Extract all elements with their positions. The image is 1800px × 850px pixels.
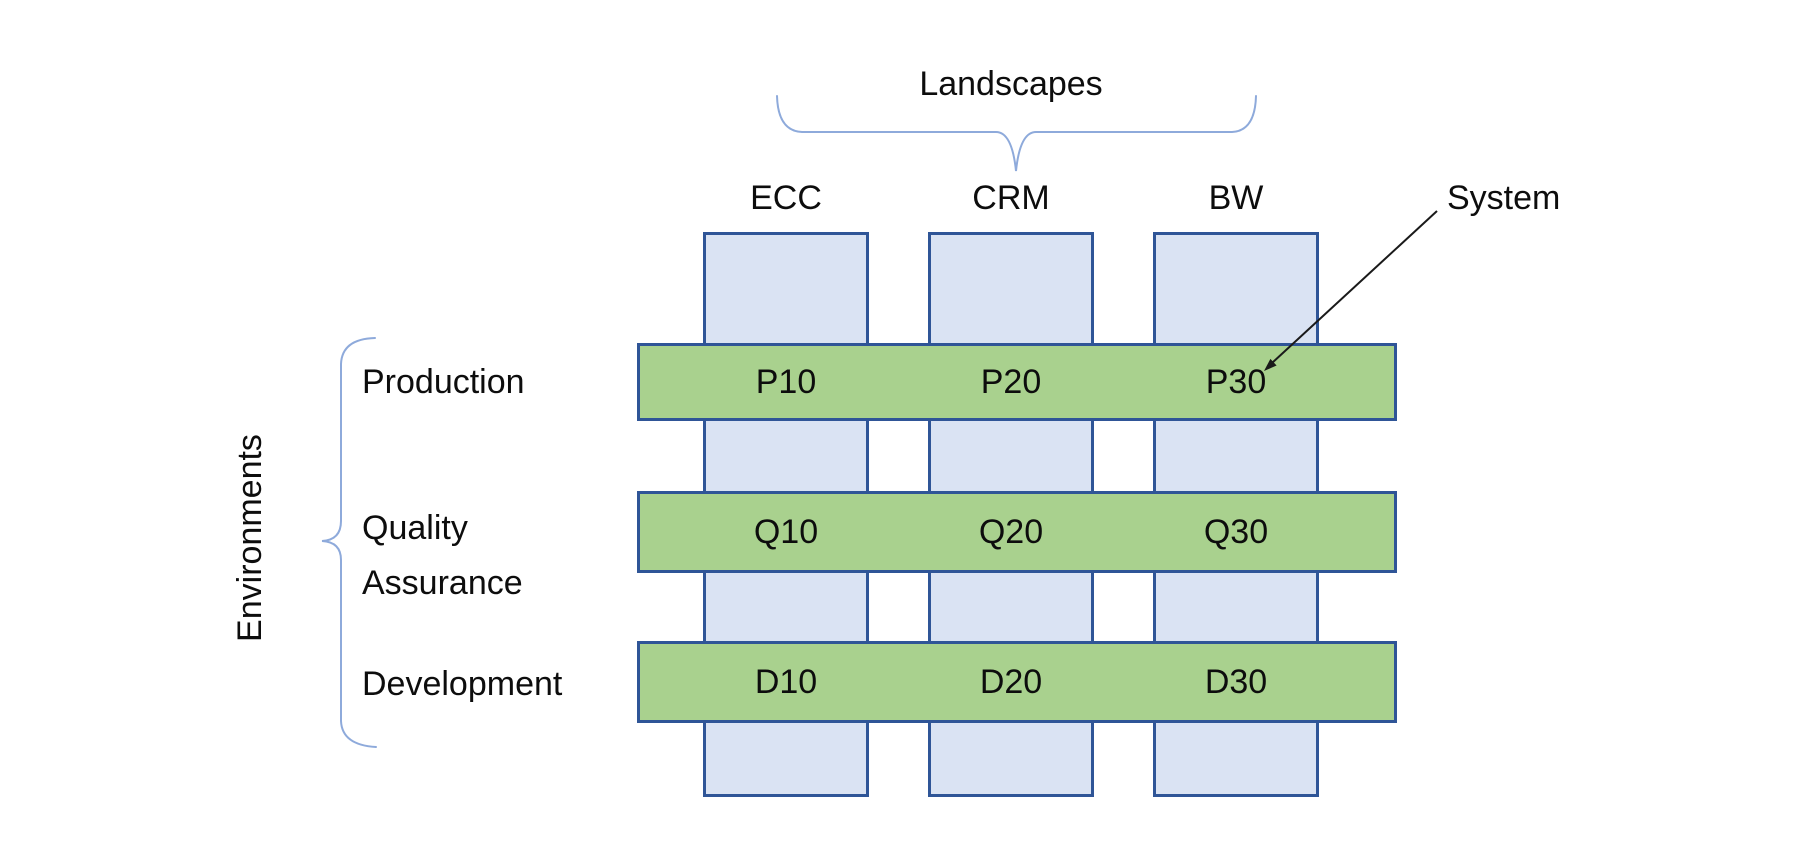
landscapes-title: Landscapes xyxy=(919,65,1103,103)
system-cell-d30: D30 xyxy=(1204,663,1268,701)
system-cell-p30: P30 xyxy=(1205,363,1267,401)
system-cell-q30: Q30 xyxy=(1203,513,1269,551)
row-label-quality-assurance: Quality Assurance xyxy=(362,509,523,602)
system-cell-q10: Q10 xyxy=(753,513,819,551)
row-label-production: Production xyxy=(362,363,525,401)
environments-title: Environments xyxy=(231,434,269,642)
environment-bar-development xyxy=(637,641,1397,723)
landscapes-brace xyxy=(776,95,1257,172)
column-header-crm: CRM xyxy=(972,179,1050,217)
column-header-ecc: ECC xyxy=(750,179,822,217)
system-cell-p10: P10 xyxy=(755,363,817,401)
column-header-bw: BW xyxy=(1208,179,1264,217)
system-annotation-label: System xyxy=(1447,179,1561,217)
system-cell-d10: D10 xyxy=(754,663,818,701)
system-cell-d20: D20 xyxy=(979,663,1043,701)
environment-bar-production xyxy=(637,343,1397,421)
row-label-development: Development xyxy=(362,665,563,703)
environment-bar-quality xyxy=(637,491,1397,573)
system-cell-p20: P20 xyxy=(980,363,1042,401)
system-cell-q20: Q20 xyxy=(978,513,1044,551)
